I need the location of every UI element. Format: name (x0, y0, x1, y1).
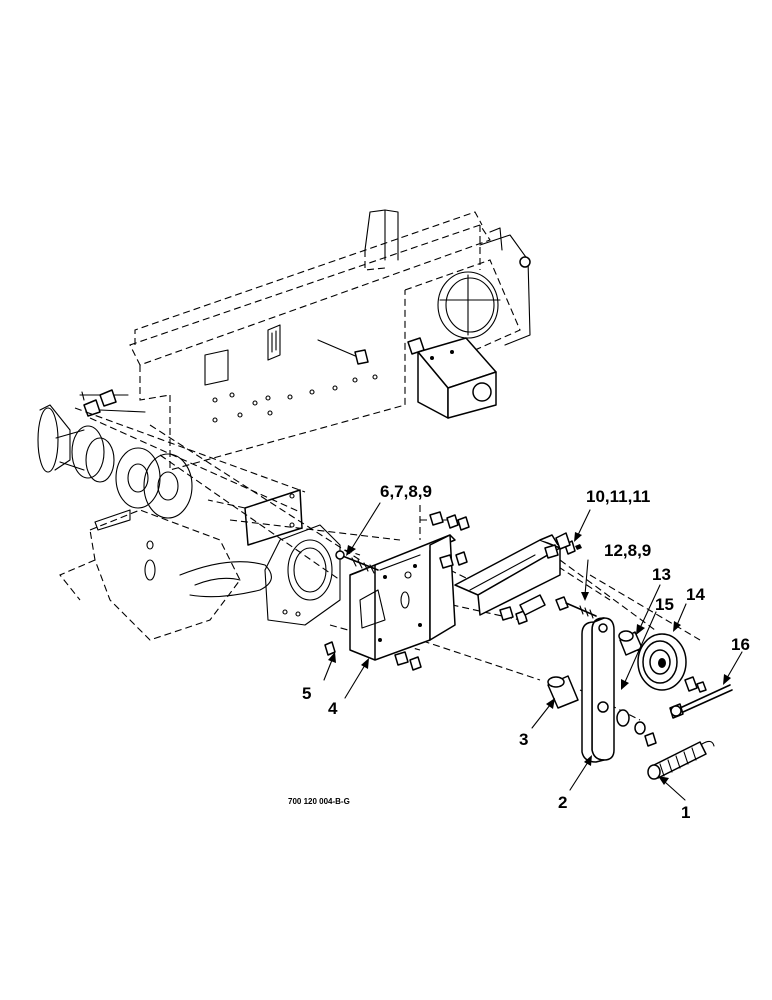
callout-15: 15 (655, 595, 674, 614)
idler-arm (581, 617, 615, 763)
washers (616, 709, 657, 747)
spring-clip (324, 641, 336, 656)
tension-spring (647, 740, 715, 780)
mounting-bracket (324, 511, 528, 671)
callout-labels: 6,7,8,9 10,11,11 12,8,9 13 14 15 16 5 4 … (302, 482, 750, 822)
bushing (618, 630, 643, 656)
slotted-arm (454, 532, 582, 616)
callout-2: 2 (558, 793, 567, 812)
callout-5: 5 (302, 684, 311, 703)
callout-12-8-9: 12,8,9 (604, 541, 651, 560)
callout-13: 13 (652, 565, 671, 584)
callout-3: 3 (519, 730, 528, 749)
mount-tab (204, 349, 229, 386)
leader-lines (323, 502, 743, 801)
figure-id: 700 120 004-B-G (288, 797, 350, 806)
bearing-opening (437, 271, 499, 339)
idler-pulley (637, 633, 707, 693)
callout-6-7-8-9: 6,7,8,9 (380, 482, 432, 501)
sprocket (143, 453, 193, 519)
pivot-bolt (555, 596, 597, 619)
callout-4: 4 (328, 699, 338, 718)
sprocket (115, 447, 161, 509)
callout-10-11-11: 10,11,11 (586, 487, 650, 506)
machine-frame (129, 209, 531, 471)
callout-1: 1 (681, 803, 690, 822)
frame-bolt-head (519, 256, 531, 268)
plate-holes (212, 374, 378, 423)
callout-16: 16 (731, 635, 750, 654)
bearing-plate (264, 524, 341, 626)
left-drive-assembly (37, 389, 341, 641)
callout-14: 14 (686, 585, 705, 604)
pulley-bolt (669, 684, 733, 719)
spacer-tube (547, 675, 579, 709)
